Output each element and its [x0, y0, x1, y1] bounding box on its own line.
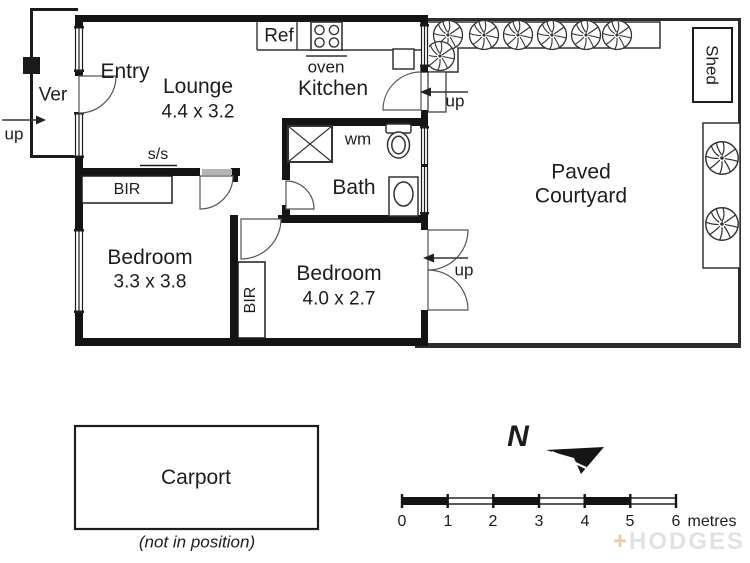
fixture-label-oven: oven	[307, 57, 345, 77]
room-label-bedroom2: Bedroom	[296, 262, 382, 286]
window-bedroom1	[74, 229, 84, 313]
bench-lines	[256, 22, 421, 51]
fixture-label-ref: Ref	[264, 25, 294, 47]
courtyard-line1: Paved	[551, 160, 611, 184]
door-front	[78, 75, 117, 114]
bir1-box	[81, 175, 173, 204]
window-bath	[420, 126, 429, 164]
verandah-outline	[23, 8, 78, 158]
room-label-carport: Carport	[160, 466, 232, 490]
door-french-bottom	[427, 269, 469, 311]
bir2-box	[237, 261, 266, 339]
building-walls	[75, 15, 428, 346]
window-entry	[74, 26, 84, 72]
window-kitchen	[420, 24, 429, 67]
doors	[78, 71, 469, 311]
shed-outline	[692, 27, 733, 103]
scale-tick-6: 6	[671, 513, 681, 531]
up-label-ver: up	[4, 124, 24, 144]
dim-label-bedroom1: 3.3 x 3.8	[113, 271, 187, 293]
up-label-bedroom2: up	[454, 260, 474, 280]
toilet	[385, 123, 412, 159]
watermark-plus-icon: +	[613, 528, 630, 555]
porch-post	[23, 57, 40, 74]
room-label-bath: Bath	[332, 176, 376, 200]
shower	[287, 125, 333, 163]
scale-tick-4: 4	[580, 513, 590, 531]
fixture-label-bir2: BIR	[242, 286, 260, 314]
agency-watermark: +HODGES	[613, 528, 745, 556]
room-label-shed: Shed	[702, 45, 722, 85]
fixture-label-ss: s/s	[147, 146, 169, 164]
arrow-ver-up	[2, 115, 46, 125]
arrow-kitchen-up	[420, 87, 468, 97]
room-label-bedroom1: Bedroom	[107, 246, 193, 270]
robes	[81, 164, 266, 339]
scale-unit: metres	[687, 513, 737, 531]
arrow-bedroom2-up	[423, 253, 468, 263]
window-ver-south	[74, 112, 84, 158]
fixture-label-bir1: BIR	[113, 181, 141, 199]
door-bedroom1	[199, 175, 234, 210]
scale-bar	[400, 494, 678, 508]
door-kitchen	[382, 71, 422, 111]
scale-ticks	[400, 494, 678, 508]
carport-note: (not in position)	[138, 532, 256, 552]
up-label-kitchen: up	[445, 91, 465, 111]
dim-label-bedroom2: 4.0 x 2.7	[302, 288, 376, 310]
step-arrows	[2, 87, 468, 263]
scale-tick-2: 2	[488, 513, 498, 531]
dim-label-lounge: 4.4 x 3.2	[161, 101, 235, 123]
scale-tick-5: 5	[625, 513, 635, 531]
watermark-text: HODGES	[629, 528, 746, 555]
fixture-label-wm: wm	[344, 129, 372, 149]
kitchen-fixtures	[256, 21, 421, 70]
sink	[392, 48, 415, 70]
window-bath-south	[420, 167, 429, 215]
scale-tick-3: 3	[534, 513, 544, 531]
north-label: N	[507, 420, 529, 454]
scale-tick-0: 0	[397, 513, 407, 531]
north-arrow-icon	[546, 447, 604, 474]
basin	[388, 176, 419, 217]
door-bath	[285, 180, 315, 210]
carport-outline	[73, 424, 320, 531]
scale-tick-1: 1	[443, 513, 453, 531]
room-label-lounge: Lounge	[162, 75, 234, 99]
room-label-entry: Entry	[100, 60, 150, 84]
door-bedroom2	[240, 218, 282, 260]
courtyard-line2: Courtyard	[534, 184, 628, 207]
room-label-ver: Ver	[38, 84, 68, 106]
cooktop	[310, 21, 343, 51]
room-label-courtyard: Paved Courtyard	[535, 160, 627, 207]
sliding-door-panel	[202, 169, 232, 175]
bath-fixtures	[287, 123, 419, 217]
room-label-kitchen: Kitchen	[297, 77, 369, 101]
